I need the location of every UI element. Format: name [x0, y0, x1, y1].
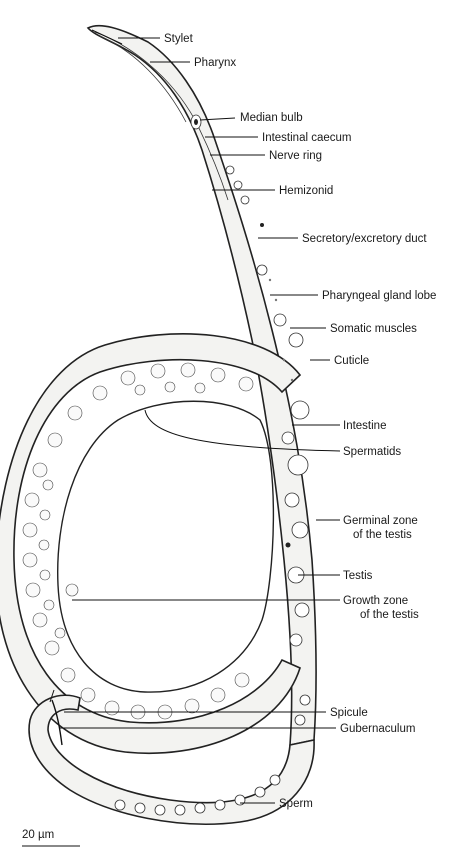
label-sperm: Sperm [279, 798, 313, 810]
label-spermatids: Spermatids [343, 446, 401, 458]
label-intestine: Intestine [343, 420, 386, 432]
label-intestinal-caecum: Intestinal caecum [262, 132, 352, 144]
label-cuticle: Cuticle [334, 355, 369, 367]
scale-bar: 20 µm [22, 829, 80, 846]
label-testis: Testis [343, 570, 373, 582]
label-gubernaculum: Gubernaculum [340, 723, 415, 735]
nematode-specimen-drawing [0, 26, 316, 824]
label-pharyngeal-gland-lobe: Pharyngeal gland lobe [322, 290, 436, 302]
label-hemizonid: Hemizonid [279, 185, 333, 197]
label-nerve-ring: Nerve ring [269, 150, 322, 162]
label-growth-zone-line1: Growth zone [343, 595, 408, 607]
label-spicule: Spicule [330, 707, 368, 719]
label-secretory-excretory-duct: Secretory/excretory duct [302, 233, 427, 245]
label-germinal-zone-line2: of the testis [353, 529, 412, 541]
label-median-bulb: Median bulb [240, 112, 303, 124]
label-growth-zone-line2: of the testis [360, 609, 419, 621]
label-somatic-muscles: Somatic muscles [330, 323, 417, 335]
scale-bar-label: 20 µm [22, 829, 54, 841]
label-germinal-zone-line1: Germinal zone [343, 515, 418, 527]
label-stylet: Stylet [164, 33, 194, 45]
label-pharynx: Pharynx [194, 57, 236, 69]
